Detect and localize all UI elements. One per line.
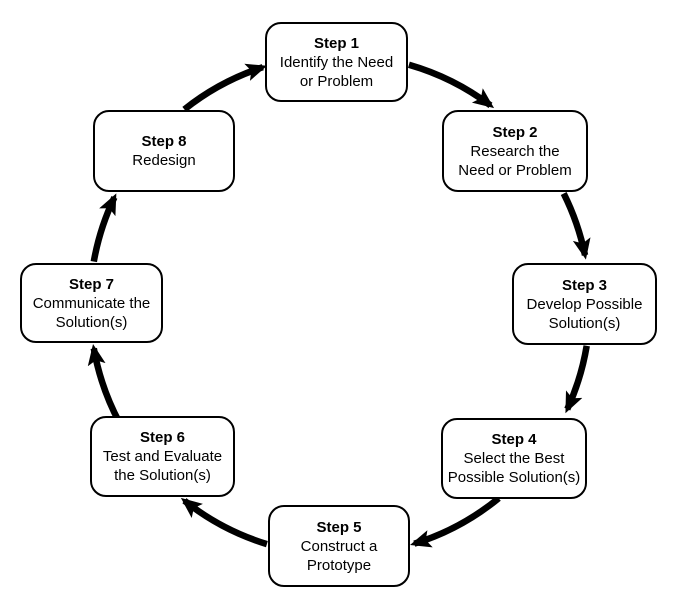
arrow-step2-to-step3: [560, 192, 591, 260]
step-2-box: Step 2 Research the Need or Problem: [442, 110, 588, 192]
step-6-text: the Solution(s): [114, 467, 211, 484]
arrow-step3-to-step4: [564, 345, 590, 414]
step-1-box: Step 1 Identify the Need or Problem: [265, 22, 408, 102]
step-5-box: Step 5 Construct a Prototype: [268, 505, 410, 587]
step-3-box: Step 3 Develop Possible Solution(s): [512, 263, 657, 345]
step-5-text: Prototype: [306, 556, 372, 574]
arrow-step8-to-step1: [182, 63, 268, 112]
step-1-text: or Problem: [299, 72, 374, 90]
step-2-text: Need or Problem: [458, 161, 572, 179]
step-6-text: Test and Evaluate: [102, 448, 223, 465]
step-3-text: Develop Possible: [526, 295, 643, 313]
step-2-text: Research the: [470, 142, 560, 160]
step-4-label: Step 4: [491, 431, 537, 448]
arrow-step7-to-step8: [90, 193, 118, 263]
step-7-label: Step 7: [68, 275, 114, 293]
step-7-box: Step 7 Communicate the Solution(s): [20, 263, 163, 343]
arrow-step6-to-step7: [87, 343, 123, 424]
arrow-step1-to-step2: [408, 61, 495, 109]
step-7-text: Solution(s): [55, 313, 128, 331]
step-4-box: Step 4 Select the Best Possible Solution…: [441, 418, 587, 499]
step-2-label: Step 2: [492, 123, 538, 141]
step-8-box: Step 8 Redesign: [93, 110, 235, 192]
step-3-text: Solution(s): [548, 314, 621, 332]
step-4-text: Possible Solution(s): [447, 469, 581, 486]
step-8-label: Step 8: [141, 133, 187, 150]
step-8-text: Redesign: [132, 152, 196, 169]
step-5-label: Step 5: [316, 518, 362, 536]
step-5-text: Construct a: [300, 537, 378, 555]
arrow-step4-to-step5: [410, 495, 501, 548]
arrow-step5-to-step6: [180, 497, 268, 548]
step-7-text: Communicate the: [32, 294, 151, 312]
step-6-label: Step 6: [139, 429, 185, 446]
step-3-label: Step 3: [561, 276, 607, 294]
step-4-text: Select the Best: [463, 450, 565, 467]
step-1-text: Identify the Need: [279, 53, 394, 71]
step-6-box: Step 6 Test and Evaluate the Solution(s): [90, 416, 235, 497]
step-1-label: Step 1: [313, 34, 359, 52]
